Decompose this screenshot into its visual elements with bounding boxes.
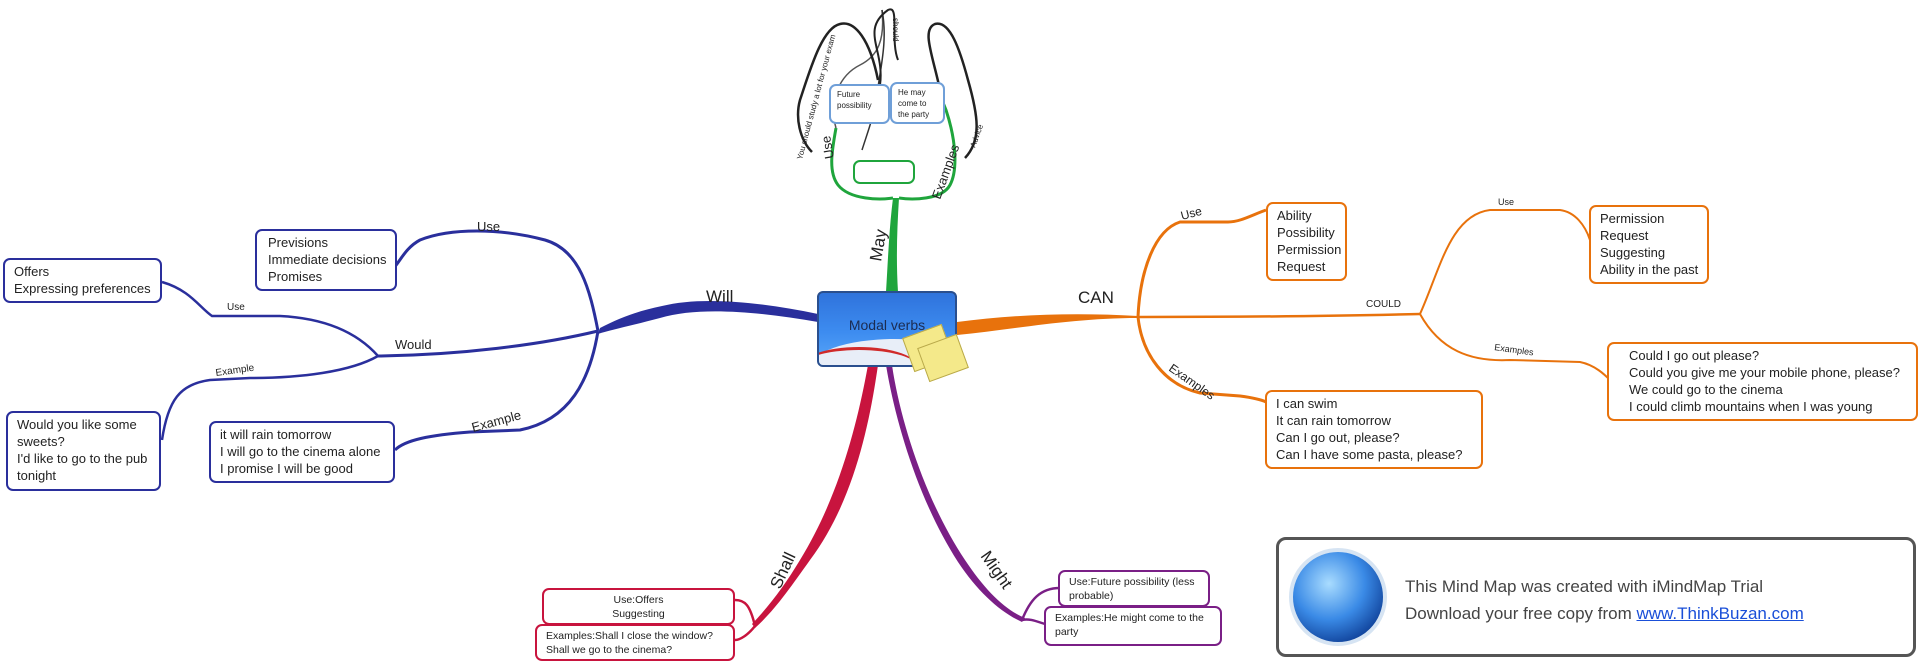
thinkbuzan-link[interactable]: www.ThinkBuzan.com (1636, 604, 1804, 623)
branch-label-will: Will (706, 287, 733, 306)
may-use-box[interactable]: Future possibility (829, 84, 890, 124)
shall-sub-branch (734, 598, 757, 642)
might-use-box[interactable]: Use:Future possibility (less probable) (1058, 570, 1210, 607)
list-item: Suggesting (612, 608, 665, 620)
shall-branch (752, 365, 878, 628)
may-should-branch (873, 8, 899, 86)
can-examples-box[interactable]: I can swim It can rain tomorrow Can I go… (1265, 390, 1483, 469)
branch-label-can: CAN (1078, 288, 1114, 307)
list-item: Use:Offers (613, 594, 664, 606)
can-use-branch (1136, 208, 1267, 318)
list-item: tonight (17, 468, 57, 483)
list-item: Could you give me your mobile phone, ple… (1629, 365, 1901, 380)
imindmap-logo-icon (1289, 548, 1387, 646)
central-red-swoosh (819, 347, 919, 365)
list-item: Ability (1277, 208, 1312, 223)
may-examples-box[interactable]: He may come to the party (890, 82, 945, 124)
may-use-label: Use (818, 135, 837, 160)
list-item: I promise I will be good (220, 461, 353, 476)
would-example-label: Example (215, 363, 255, 379)
could-use-branch (1419, 209, 1591, 315)
would-use-branch (161, 280, 379, 357)
branch-label-may: May (866, 227, 890, 262)
can-use-label: Use (1179, 204, 1204, 223)
may-should-left (796, 22, 880, 153)
list-item: Immediate decisions (268, 252, 387, 267)
list-item: Permission (1277, 242, 1342, 257)
list-item: Expressing preferences (14, 281, 151, 296)
list-item: party (1055, 626, 1079, 638)
list-item: Suggesting (1600, 245, 1666, 260)
list-item: Request (1600, 228, 1649, 243)
list-item: I could climb mountains when I was young (1629, 399, 1873, 414)
list-item: Examples:Shall I close the window? (546, 630, 713, 642)
central-topic-label: Modal verbs (848, 317, 926, 333)
could-examples-branch (1419, 313, 1611, 381)
may-branch (886, 198, 899, 292)
could-branch (1137, 312, 1421, 319)
list-item: it will rain tomorrow (220, 427, 332, 442)
could-use-label: Use (1498, 197, 1514, 207)
may-advice-branch (927, 22, 978, 159)
list-item: Ability in the past (1600, 262, 1699, 277)
will-example-branch (393, 330, 600, 452)
list-item: I can swim (1276, 396, 1338, 411)
will-use-box[interactable]: Previsions Immediate decisions Promises (255, 229, 397, 291)
list-item: Promises (268, 269, 323, 284)
list-item: Use:Future possibility (less (1069, 576, 1195, 588)
might-examples-box[interactable]: Examples:He might come to the party (1044, 606, 1222, 646)
shall-use-box[interactable]: Use:Offers Suggesting (542, 588, 735, 625)
can-examples-branch (1136, 316, 1267, 404)
shall-examples-box[interactable]: Examples:Shall I close the window? Shall… (535, 624, 735, 661)
list-item: Would you like some (17, 417, 137, 432)
trial-line-1: This Mind Map was created with iMindMap … (1405, 577, 1764, 596)
list-item: Could I go out please? (1629, 348, 1760, 363)
could-examples-label: Examples (1494, 342, 1535, 357)
can-use-box[interactable]: Ability Possibility Permission Request (1266, 202, 1347, 281)
list-item: I will go to the cinema alone (220, 444, 381, 459)
will-use-label: Use (477, 219, 500, 234)
would-use-label: Use (227, 302, 245, 313)
list-item: It can rain tomorrow (1276, 413, 1391, 428)
could-label: COULD (1366, 299, 1401, 310)
will-branch (598, 300, 818, 334)
would-label: Would (395, 337, 432, 352)
will-example-box[interactable]: it will rain tomorrow I will go to the c… (209, 421, 395, 483)
list-item: sweets? (17, 434, 65, 449)
trial-line-2: Download your free copy from www.ThinkBu… (1405, 604, 1804, 624)
could-use-box[interactable]: Permission Request Suggesting Ability in… (1589, 205, 1709, 284)
list-item: probable) (1069, 590, 1114, 602)
may-branch-left (830, 127, 894, 201)
list-item: Offers (14, 264, 50, 279)
list-item: Possibility (1277, 225, 1335, 240)
list-item: Permission (1600, 211, 1665, 226)
list-item: Can I go out, please? (1276, 430, 1400, 445)
list-item: Examples:He might come to the (1055, 612, 1204, 624)
may-examples-box-text: He may come to the party (898, 88, 930, 119)
may-branch-right (898, 99, 957, 201)
will-use-branch (390, 229, 600, 332)
trial-line-2-prefix: Download your free copy from (1405, 604, 1637, 623)
may-use-box-text: Future possibility (837, 90, 872, 110)
list-item: Request (1277, 259, 1326, 274)
can-branch (957, 314, 1138, 335)
may-advice-label: Advice (968, 123, 985, 149)
may-empty-box[interactable] (853, 160, 915, 184)
list-item: Previsions (268, 235, 328, 250)
list-item: I'd like to go to the pub (17, 451, 148, 466)
could-examples-box[interactable]: Could I go out please? Could you give me… (1607, 342, 1918, 421)
list-item: We could go to the cinema (1629, 382, 1783, 397)
would-example-branch (160, 354, 379, 441)
would-branch (377, 329, 599, 358)
may-should-label: should (891, 18, 900, 42)
would-example-box[interactable]: Would you like some sweets? I'd like to … (6, 411, 161, 491)
trial-banner: This Mind Map was created with iMindMap … (1276, 537, 1916, 657)
list-item: Shall we go to the cinema? (546, 644, 673, 656)
might-sub-branch (1020, 586, 1061, 626)
may-examples-label: Examples (929, 142, 963, 201)
would-use-box[interactable]: Offers Expressing preferences (3, 258, 162, 303)
list-item: Can I have some pasta, please? (1276, 447, 1463, 462)
